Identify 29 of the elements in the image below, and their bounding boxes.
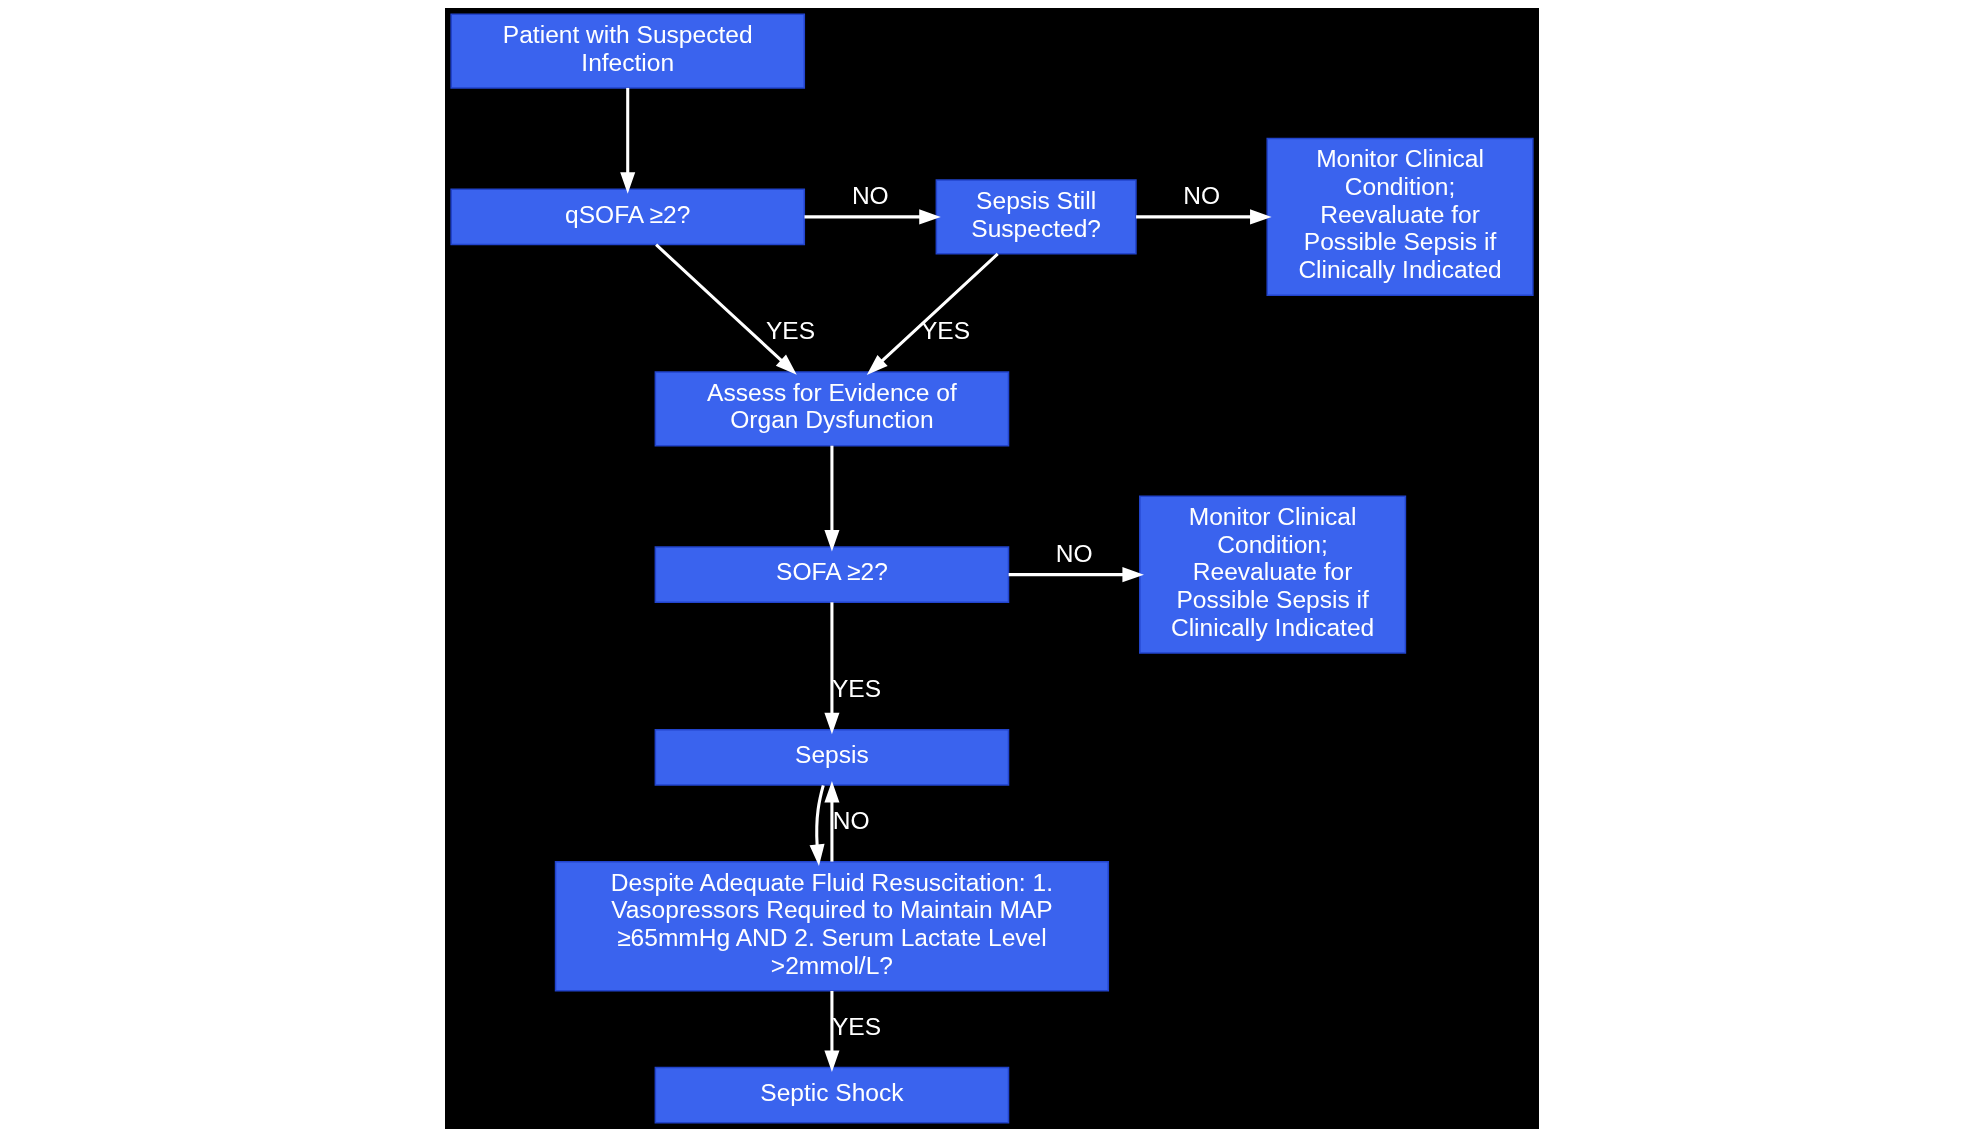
arrow (866, 252, 999, 376)
node-box: SOFA ≥2? (654, 546, 1010, 604)
edge-label: YES (831, 1012, 882, 1040)
edge-label: YES (920, 317, 971, 345)
node-box: Monitor Clinical Condition; Reevaluate for Possible Sepsis if Clinically Indicated (1139, 495, 1407, 654)
node-box: Monitor Clinical Condition; Reevaluate for Possible Sepsis if Clinically Indicated (1266, 137, 1534, 296)
edge-label: NO (1055, 540, 1093, 568)
node-box: Assess for Evidence of Organ Dysfunction (654, 371, 1010, 447)
arrow (655, 243, 797, 375)
edge-label: NO (851, 182, 889, 210)
edge-label: NO (1183, 182, 1220, 210)
arrow (1136, 209, 1272, 225)
node-box: Sepsis (654, 728, 1010, 786)
arrow (824, 445, 840, 552)
arrow (804, 209, 941, 225)
arrow (824, 990, 840, 1073)
arrow (809, 785, 825, 866)
node-box: Patient with Suspected Infection (450, 13, 806, 89)
node-box: Septic Shock (654, 1066, 1010, 1124)
arrow (1008, 567, 1144, 583)
node-box: qSOFA ≥2? (450, 188, 806, 246)
arrow (620, 87, 636, 194)
node-box: Sepsis Still Suspected? (935, 179, 1137, 255)
arrow (824, 602, 840, 735)
arrow (824, 780, 840, 862)
node-box: Despite Adequate Fluid Resuscitation: 1. Vasopressors Required to Maintain MAP ≥65mmHg AND 2. Serum Lactate Level >2mmol/L? (554, 861, 1110, 992)
edge-label: NO (832, 807, 870, 835)
edge-label: YES (765, 317, 816, 345)
edge-label: YES (831, 675, 882, 703)
